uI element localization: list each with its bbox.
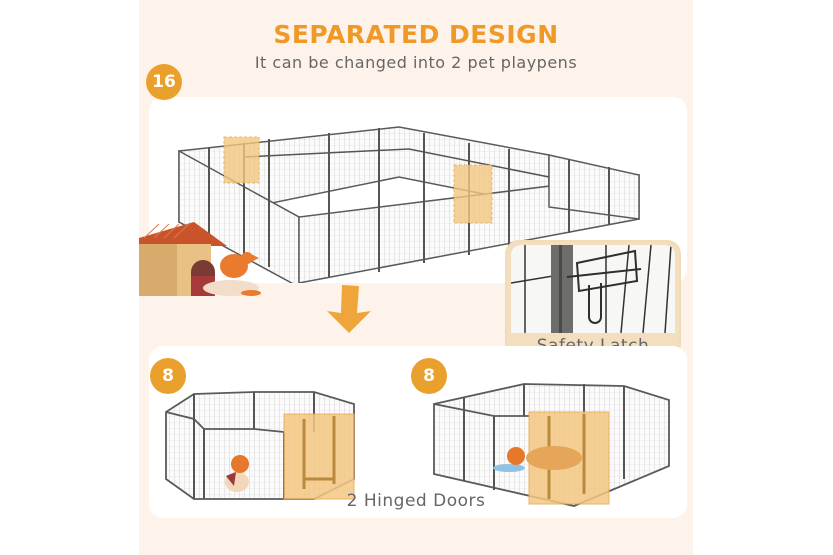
safety-latch-photo	[511, 245, 675, 333]
large-playpen-illustration	[178, 126, 640, 283]
safety-latch-inset: Safety Latch	[505, 240, 681, 358]
octagon-playpen-illustration	[165, 391, 355, 500]
arrow-down-icon	[327, 285, 371, 333]
rectangle-playpen-illustration	[433, 383, 670, 507]
page-title: SEPARATED DESIGN	[273, 20, 559, 49]
page-subtitle: It can be changed into 2 pet playpens	[254, 53, 578, 72]
product-infographic: SEPARATED DESIGN It can be changed into …	[139, 0, 693, 555]
panel-count-badge-8-right: 8	[411, 358, 447, 394]
panel-count-badge-8-left: 8	[150, 358, 186, 394]
split-playpens-card: 2 Hinged Doors	[149, 346, 687, 518]
doghouse-with-dog-icon	[139, 222, 261, 296]
hinged-doors-caption: 2 Hinged Doors	[346, 491, 486, 511]
large-playpen-card	[149, 97, 687, 283]
panel-count-badge-16: 16	[146, 64, 182, 100]
